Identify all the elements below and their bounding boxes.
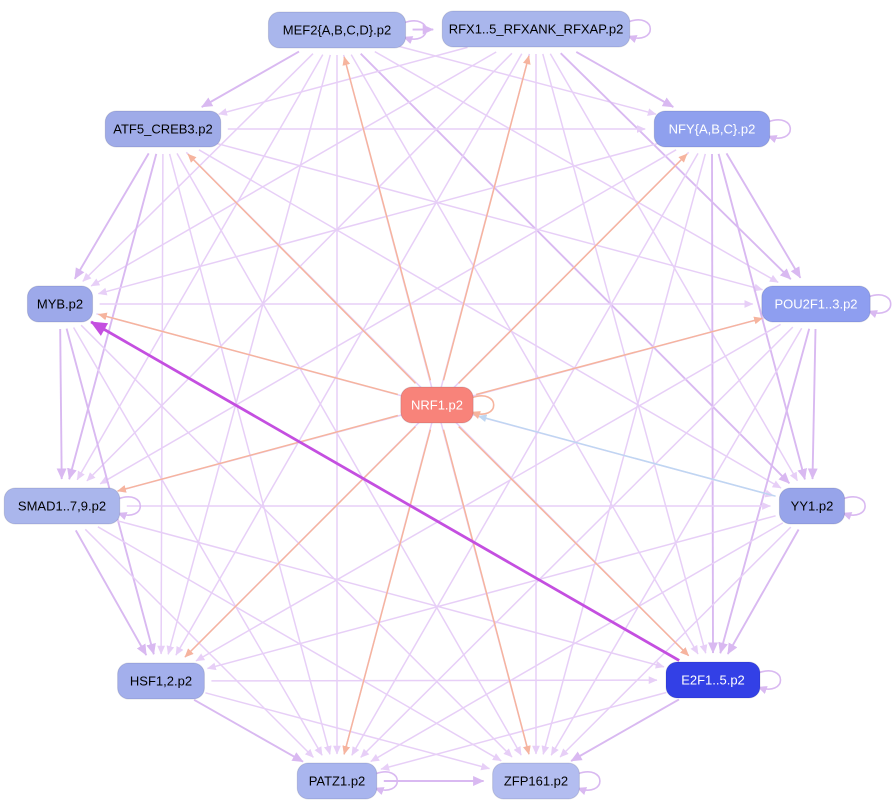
node-box[interactable] [400,386,474,424]
graph-edge-yy1-e2f1 [726,529,800,655]
graph-edge-nrf1-e2f1 [458,426,690,657]
self-loop-edge-e2f1 [757,670,782,694]
graph-edge-nrf1-smad [117,414,398,493]
graph-edge-pou2f1-e2f1 [718,328,811,654]
graph-edge-mef2-e2f1 [350,54,699,655]
self-loop-layer [117,19,892,795]
graph-edge-nfy-zfp161 [541,153,707,755]
node-box[interactable] [296,762,378,800]
graph-edge-pou2f1-yy1 [807,328,818,480]
graph-node-yy1[interactable]: YY1.p2 [778,487,846,525]
graph-edge-nrf1-hsf [184,426,416,658]
node-box[interactable] [3,487,121,525]
graph-edge-myb-patz1 [72,327,323,756]
node-box[interactable] [26,285,94,323]
self-loop-edge-zfp161 [576,771,601,795]
graph-edge-pou2f1-hsf [195,323,781,662]
graph-edge-hsf-patz1 [193,698,304,763]
graph-edge-rfx-hsf [175,53,523,656]
graph-edge-nfy-myb [97,142,659,296]
graph-edge-nrf1-zfp161 [442,429,531,755]
node-box[interactable] [665,661,761,699]
self-loop-edge-pou2f1 [867,294,892,318]
graph-node-nfy[interactable]: NFY{A,B,C}.p2 [653,110,771,148]
graph-edge-rfx-myb [90,51,497,287]
node-box[interactable] [104,110,222,148]
graph-edge-atf5-smad [67,153,158,480]
graph-node-mef2[interactable]: MEF2{A,B,C,D}.p2 [267,11,407,49]
graph-edge-yy1-patz1 [370,522,784,763]
edge-layer [56,24,818,786]
node-box[interactable] [778,487,846,525]
graph-edge-pou2f1-patz1 [360,326,794,758]
graph-edge-e2f1-myb [90,320,680,662]
graph-node-smad[interactable]: SMAD1..7,9.p2 [3,487,121,525]
graph-edge-rfx-yy1 [549,53,799,482]
graph-node-myb[interactable]: MYB.p2 [26,285,94,323]
graph-edge-atf5-patz1 [168,153,332,755]
node-box[interactable] [761,285,871,323]
graph-edge-nfy-smad [99,149,677,485]
node-box[interactable] [267,11,407,49]
graph-edge-nfy-patz1 [351,153,699,756]
graph-edge-nrf1-nfy [458,153,688,384]
graph-edge-nfy-yy1 [717,153,807,480]
graph-edge-atf5-zfp161 [176,153,522,756]
graph-edge-hsf-zfp161 [205,692,490,771]
self-loop-edge-patz1 [374,771,399,795]
graph-edge-rfx-atf5 [218,46,468,116]
graph-edge-myb-zfp161 [80,324,513,758]
graph-edge-rfx-e2f1 [542,53,708,654]
graph-node-zfp161[interactable]: ZFP161.p2 [492,762,580,800]
graph-node-patz1[interactable]: PATZ1.p2 [296,762,378,800]
graph-edge-smad-e2f1 [115,519,665,669]
self-loop-edge-smad [117,496,142,520]
graph-edge-nrf1-atf5 [187,153,417,384]
graph-edge-nrf1-patz1 [342,429,432,755]
graph-edge-nfy-pou2f1 [725,152,802,279]
graph-edge-mef2-nfy [395,44,657,116]
graph-edge-mef2-myb [82,53,314,282]
self-loop-edge-mef2 [403,20,427,44]
graph-edge-nrf1-pou2f1 [476,316,763,396]
graph-edge-atf5-pou2f1 [216,142,763,292]
self-loop-edge-yy1 [842,496,866,520]
graph-edge-nrf1-mef2 [342,56,432,381]
self-loop-edge-rfx [627,19,652,43]
graph-node-rfx[interactable]: RFX1..5_RFXANK_RFXAP.p2 [441,10,631,48]
graph-edge-mef2-yy1 [360,53,791,484]
graph-node-pou2f1[interactable]: POU2F1..3.p2 [761,285,871,323]
graph-edge-yy1-hsf [207,515,776,671]
graph-edge-atf5-hsf [157,153,166,655]
self-loop-edge-nfy [767,119,792,143]
graph-edge-nrf1-myb [98,312,398,396]
graph-edge-rfx-nfy [575,51,674,108]
graph-edge-smad-hsf [74,529,148,656]
graph-edge-nrf1-rfx [442,55,531,381]
graph-edge-nfy-e2f1 [708,153,718,654]
node-box[interactable] [117,662,205,700]
graph-edge-e2f1-zfp161 [570,698,680,762]
graph-node-e2f1[interactable]: E2F1..5.p2 [665,661,761,699]
graph-edge-atf5-myb [73,152,150,280]
graph-edge-mef2-pou2f1 [374,50,779,284]
graph-node-nrf1[interactable]: NRF1.p2 [400,386,474,424]
node-box[interactable] [441,10,631,48]
graph-edge-yy1-nrf1 [477,414,776,497]
node-box[interactable] [492,762,580,800]
graph-edge-mef2-atf5 [201,50,300,108]
self-loop-edge-nrf1 [470,395,495,419]
node-box[interactable] [653,110,771,148]
graph-edge-hsf-e2f1 [211,676,658,685]
graph-edge-atf5-yy1 [198,149,782,489]
graph-node-hsf[interactable]: HSF1,2.p2 [117,662,205,700]
graph-edge-myb-smad [56,328,67,480]
graph-node-atf5[interactable]: ATF5_CREB3.p2 [104,110,222,148]
